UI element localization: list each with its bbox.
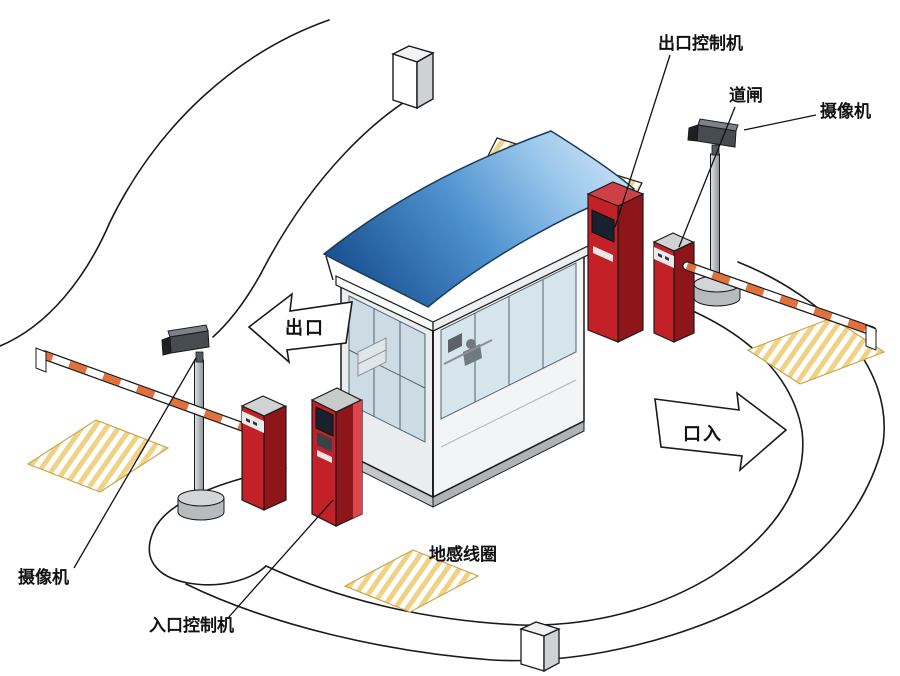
exit-controller-side (617, 193, 644, 343)
arrow-left-shape (247, 292, 353, 365)
exit-barrier-arm (682, 261, 877, 351)
pillar-bottom (519, 621, 561, 673)
barrier-arm-tip (865, 324, 877, 351)
pillar-bottom-side (543, 627, 560, 673)
road-edge-ring-outer (185, 261, 885, 662)
leader-camera-exit (743, 114, 817, 131)
road-edge-top-left-inner (212, 85, 433, 338)
entrance-controller-edge-highlight (353, 400, 362, 518)
guard-booth (325, 190, 630, 508)
pillar-bottom-front (520, 628, 545, 672)
ground-coil-right (746, 317, 886, 385)
leader-barrier-gate (678, 106, 736, 248)
camera-lens-icon (161, 336, 172, 356)
barrier-arm-tip (35, 347, 47, 373)
pillar-top-front (392, 53, 418, 109)
label-exit-controller: 出口控制机 (658, 33, 743, 53)
leader-entrance-controller (227, 499, 334, 619)
booth-roof (322, 130, 636, 308)
barrier-machine-band (654, 247, 674, 268)
attendant-body (463, 344, 482, 366)
road-edge-top-left-outer (0, 19, 330, 347)
camera-pole (194, 359, 204, 501)
label-barrier-gate: 道闸 (729, 85, 763, 105)
roof-support-left (325, 255, 334, 281)
barrier-arm-stripes (42, 351, 256, 435)
label-exit-lane: 出口 (285, 317, 325, 338)
leader-exit-controller (614, 54, 671, 228)
entrance-controller-keypad (317, 432, 332, 452)
entrance-barrier-machine (240, 395, 287, 511)
exit-controller-slot (593, 246, 613, 262)
exit-controller-machine (586, 181, 645, 343)
booth-interior-line (357, 349, 387, 365)
camera-mount (195, 351, 204, 363)
barrier-arm-stripes (685, 262, 874, 335)
booth-panel-seam (440, 379, 577, 448)
vent-mark (665, 256, 669, 261)
entrance-controller-slot (317, 450, 332, 463)
leader-camera-entrance (73, 357, 197, 569)
label-entrance-controller: 入口控制机 (149, 615, 234, 635)
vent-mark (253, 421, 257, 426)
ground-coils (26, 317, 886, 613)
road-uturn-loop (148, 467, 287, 586)
pillar-top (391, 45, 435, 110)
perimeter-road (0, 19, 885, 662)
label-camera-exit: 摄像机 (820, 101, 871, 121)
labels: 出口控制机 道闸 摄像机 摄像机 入口控制机 地感线圈 (18, 33, 871, 635)
exit-direction-arrow: 出口 (247, 292, 353, 365)
barrier-machine-front (653, 241, 675, 343)
barrier-machine-side (263, 405, 287, 511)
leader-lines (73, 54, 817, 619)
camera-lens-icon (687, 124, 699, 142)
ground-coil-bottom (343, 549, 480, 613)
camera-pole (710, 153, 720, 289)
attendant-head (466, 339, 476, 349)
exit-barrier-machine (652, 232, 695, 343)
ground-coil-left (26, 419, 170, 493)
label-ground-coil: 地感线圈 (429, 544, 497, 564)
pillar-top-side (416, 51, 434, 110)
label-camera-entrance: 摄像机 (18, 567, 69, 587)
booth-desk-line (443, 339, 493, 365)
label-entrance-lane: 口入 (683, 424, 723, 444)
camera-entrance-assembly (161, 324, 225, 521)
vent-mark (658, 253, 662, 258)
barrier-machine-side (673, 241, 695, 343)
entrance-barrier-arm (35, 347, 259, 436)
vent-mark (246, 418, 250, 423)
entrance-controller-screen (315, 406, 334, 437)
booth-monitor (448, 333, 462, 353)
exit-controller-screen (591, 209, 615, 243)
road-edge-ring-inner (265, 311, 804, 626)
arrow-right-shape (654, 391, 788, 473)
entrance-direction-arrow: 口入 (654, 391, 788, 473)
entrance-controller-machine (310, 387, 363, 527)
camera-base-top (177, 489, 225, 507)
barrier-machine-front (241, 405, 265, 511)
